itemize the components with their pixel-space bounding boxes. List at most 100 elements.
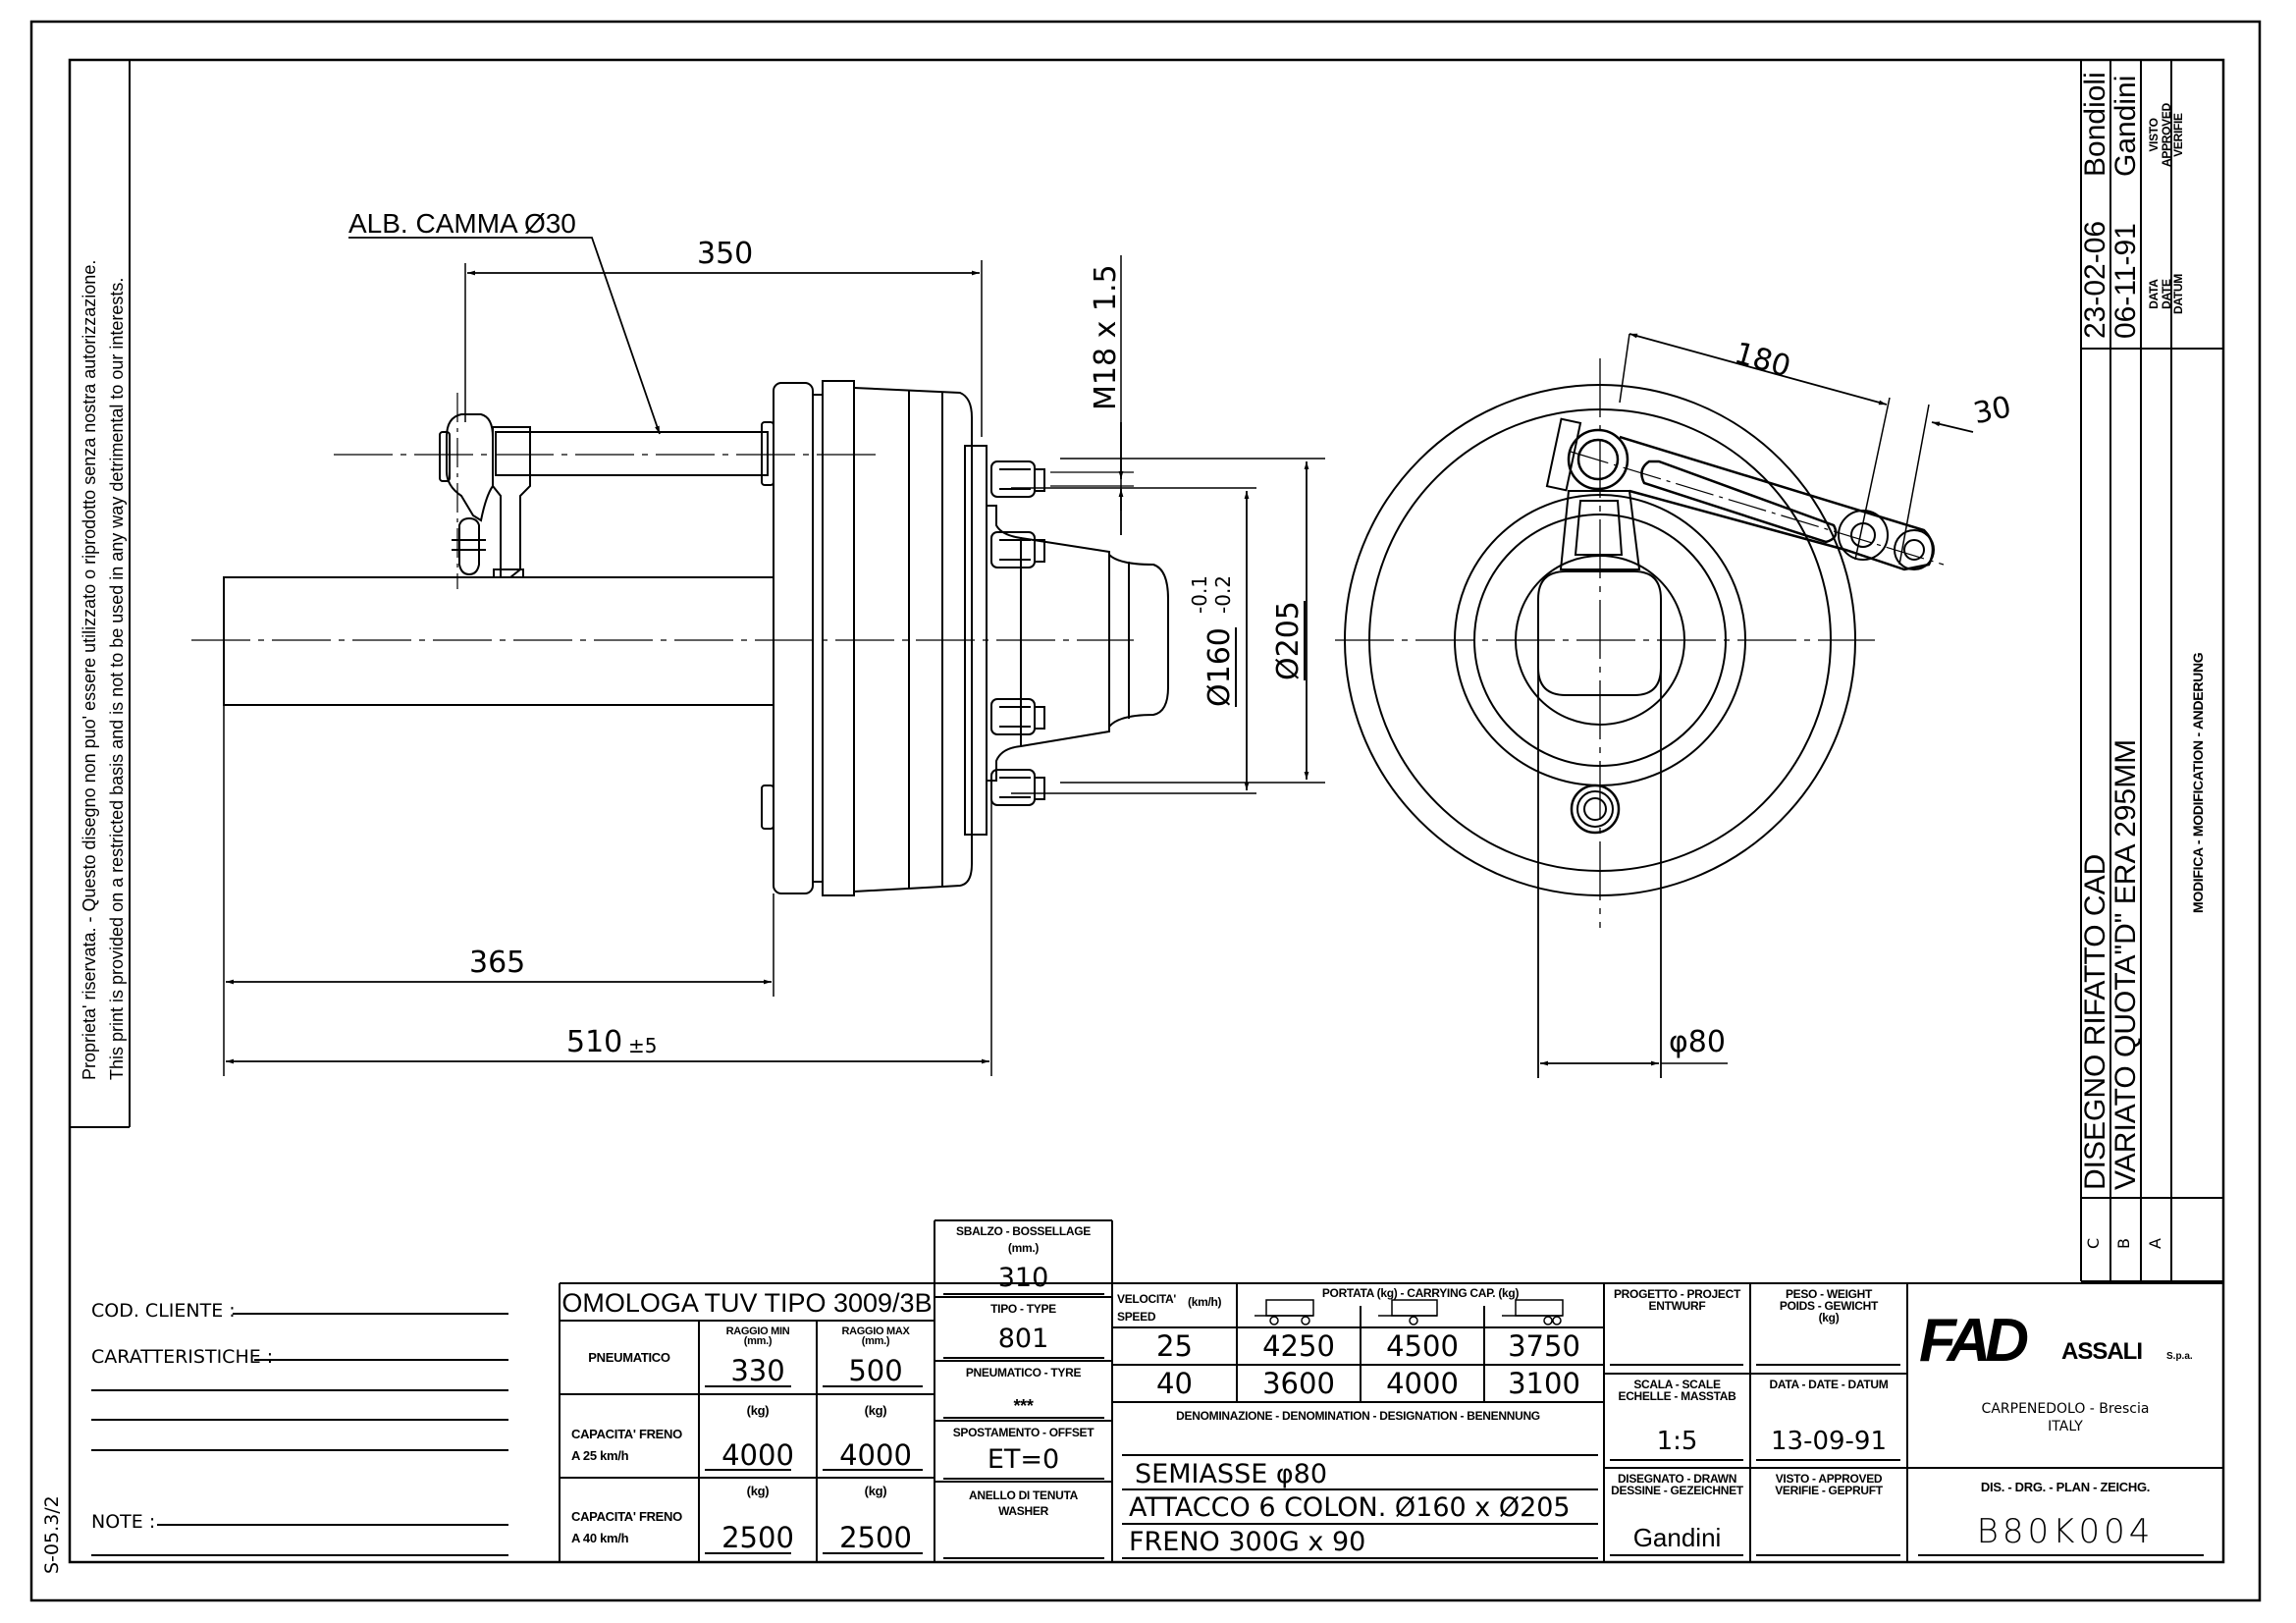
speed-label: VELOCITA' SPEED	[1117, 1292, 1176, 1324]
rev-header-modification: MODIFICA - MODIFICATION - ANDERUNG	[2190, 652, 2206, 913]
brake-40-label: CAPACITA' FRENO A 40 km/h	[571, 1509, 682, 1546]
designation-line-3: FRENO 300G x 90	[1129, 1527, 1366, 1557]
capacity-25-single-axle: 4500	[1386, 1329, 1459, 1363]
brake-25-unit-2: (kg)	[864, 1403, 887, 1418]
capacity-40-two-axle: 3600	[1262, 1367, 1335, 1400]
homologation-title: OMOLOGA TUV TIPO 3009/3B	[561, 1288, 933, 1318]
speed-40: 40	[1156, 1367, 1193, 1400]
dim-510: 510	[566, 1025, 623, 1059]
washer-label: ANELLO DI TENUTA WASHER	[969, 1488, 1078, 1519]
tyre-label: PNEUMATICO - TYRE	[965, 1366, 1082, 1380]
tyre-row-label: PNEUMATICO	[588, 1350, 670, 1365]
dim-thread-m18: M18 x 1.5	[1089, 264, 1123, 410]
rev-a-text: VARIATO QUOTA"D" ERA 295MM	[2109, 738, 2142, 1190]
radius-max-header: RAGGIO MAX (mm.)	[841, 1325, 910, 1348]
speed-unit: (km/h)	[1188, 1295, 1222, 1309]
dim-d160-tol-lower: -0.2	[1211, 574, 1235, 614]
dim-shaft-phi80: φ80	[1669, 1025, 1726, 1059]
offset-value: ET=0	[987, 1444, 1060, 1475]
side-view	[191, 237, 1325, 1076]
speed-25: 25	[1156, 1329, 1193, 1363]
rev-b-text: DISEGNO RIFATTO CAD	[2079, 853, 2111, 1190]
drawing-number-label: DIS. - DRG. - PLAN - ZEICHG.	[1980, 1480, 2151, 1494]
camshaft-label: ALB. CAMMA Ø30	[348, 208, 576, 239]
rev-a-date: 06-11-91	[2109, 223, 2142, 339]
capacity-25-two-axle: 4250	[1262, 1329, 1335, 1363]
front-view	[1335, 333, 1974, 1078]
radius-min-value: 330	[730, 1354, 785, 1387]
wheel-nut	[990, 531, 1045, 568]
brake-25-value-1: 4000	[721, 1438, 794, 1472]
scale-value: 1:5	[1656, 1427, 1698, 1456]
wheel-nut	[990, 769, 1045, 806]
capacity-25-tandem-axle: 3750	[1508, 1329, 1580, 1363]
trailer-two-axle-icon	[1255, 1299, 1314, 1325]
designation-line-1: SEMIASSE φ80	[1135, 1459, 1328, 1489]
designation-label: DENOMINAZIONE - DENOMINATION - DESIGNATI…	[1176, 1409, 1540, 1423]
rev-a-letter: A	[2146, 1238, 2164, 1249]
disclaimer-english: This print is provided on a restricted b…	[107, 277, 127, 1080]
offset-label: SPOSTAMENTO - OFFSET	[952, 1426, 1095, 1439]
project-label: PROGETTO - PROJECT ENTWURF	[1613, 1287, 1741, 1313]
date-label: DATA - DATE - DATUM	[1769, 1378, 1889, 1391]
type-value: 801	[997, 1324, 1049, 1354]
company-city: CARPENEDOLO - Brescia	[1981, 1401, 2150, 1417]
brake-40-value-1: 2500	[721, 1521, 794, 1554]
type-label: TIPO - TYPE	[990, 1302, 1056, 1316]
dim-d160: Ø160	[1202, 627, 1237, 707]
designation-line-2: ATTACCO 6 COLON. Ø160 x Ø205	[1129, 1492, 1571, 1523]
approved-by-label: VISTO - APPROVED VERIFIE - GEPRUFT	[1775, 1472, 1883, 1497]
disclaimer-italian: Proprieta' riservata. - Questo disegno n…	[80, 259, 99, 1080]
brake-40-value-2: 2500	[839, 1521, 912, 1554]
rev-b-approver: Bondioli	[2079, 72, 2111, 177]
company-logo: FAD ASSALI S.p.a.	[1919, 1307, 2214, 1375]
wheel-nut	[990, 460, 1045, 498]
dim-365: 365	[469, 946, 526, 980]
radius-max-value: 500	[848, 1354, 903, 1387]
revision-block-lines	[2080, 60, 2223, 1282]
brake-25-unit-1: (kg)	[746, 1403, 770, 1418]
capacity-40-tandem-axle: 3100	[1508, 1367, 1580, 1400]
dim-d205: Ø205	[1271, 601, 1306, 680]
logo-spa: S.p.a.	[2166, 1351, 2193, 1362]
drawing-number: B80K004	[1976, 1512, 2155, 1551]
wheel-nut	[990, 698, 1045, 735]
overhang-label: SBALZO - BOSSELLAGE	[956, 1224, 1091, 1238]
scale-label: SCALA - SCALE ECHELLE - MASSTAB	[1618, 1378, 1736, 1403]
rev-b-letter: B	[2114, 1238, 2133, 1249]
trailer-tandem-axle-icon	[1502, 1299, 1564, 1325]
company-country: ITALY	[2048, 1419, 2083, 1434]
rev-a-approver: Gandini	[2109, 75, 2142, 177]
trailer-single-axle-icon	[1378, 1299, 1438, 1325]
radius-min-header: RAGGIO MIN (mm.)	[725, 1325, 790, 1348]
inner-frame	[68, 58, 2225, 1564]
drawn-by-value: Gandini	[1632, 1523, 1722, 1552]
characteristics-label: CARATTERISTICHE :	[91, 1346, 274, 1368]
dim-d160-tol-upper: -0.1	[1188, 574, 1211, 614]
rev-c-letter: C	[2084, 1237, 2103, 1249]
brake-40-unit-2: (kg)	[864, 1484, 887, 1498]
overhang-value: 310	[997, 1263, 1049, 1293]
customer-code-label: COD. CLIENTE :	[91, 1300, 236, 1322]
drawn-by-label: DISEGNATO - DRAWN DESSINE - GEZEICHNET	[1611, 1472, 1743, 1497]
capacity-40-single-axle: 4000	[1386, 1367, 1459, 1400]
brake-25-label: CAPACITA' FRENO A 25 km/h	[571, 1427, 682, 1464]
overhang-unit: (mm.)	[1007, 1241, 1040, 1255]
weight-label: PESO - WEIGHT POIDS - GEWICHT (kg)	[1779, 1287, 1879, 1325]
brake-40-unit-1: (kg)	[746, 1484, 770, 1498]
dim-lever-30: 30	[1970, 390, 2015, 432]
rev-header-date: DATA DATE DATUM	[2147, 274, 2186, 314]
notes-label: NOTE :	[91, 1511, 156, 1533]
carrying-capacity-header: PORTATA (kg) - CARRYING CAP. (kg)	[1321, 1286, 1520, 1300]
date-value: 13-09-91	[1770, 1427, 1887, 1456]
logo-assali: ASSALI	[2061, 1338, 2143, 1365]
tyre-value: ***	[1013, 1396, 1034, 1416]
title-block-lines	[91, 1219, 2223, 1562]
outer-frame	[29, 20, 2262, 1602]
rev-header-visto: VISTO APPROVED VERIFIE	[2147, 103, 2186, 167]
dim-510-tolerance: ±5	[628, 1034, 658, 1057]
brake-25-value-2: 4000	[839, 1438, 912, 1472]
logo-fad: FAD	[1919, 1307, 2029, 1375]
sheet-ref: S-05.3/2	[41, 1495, 63, 1574]
